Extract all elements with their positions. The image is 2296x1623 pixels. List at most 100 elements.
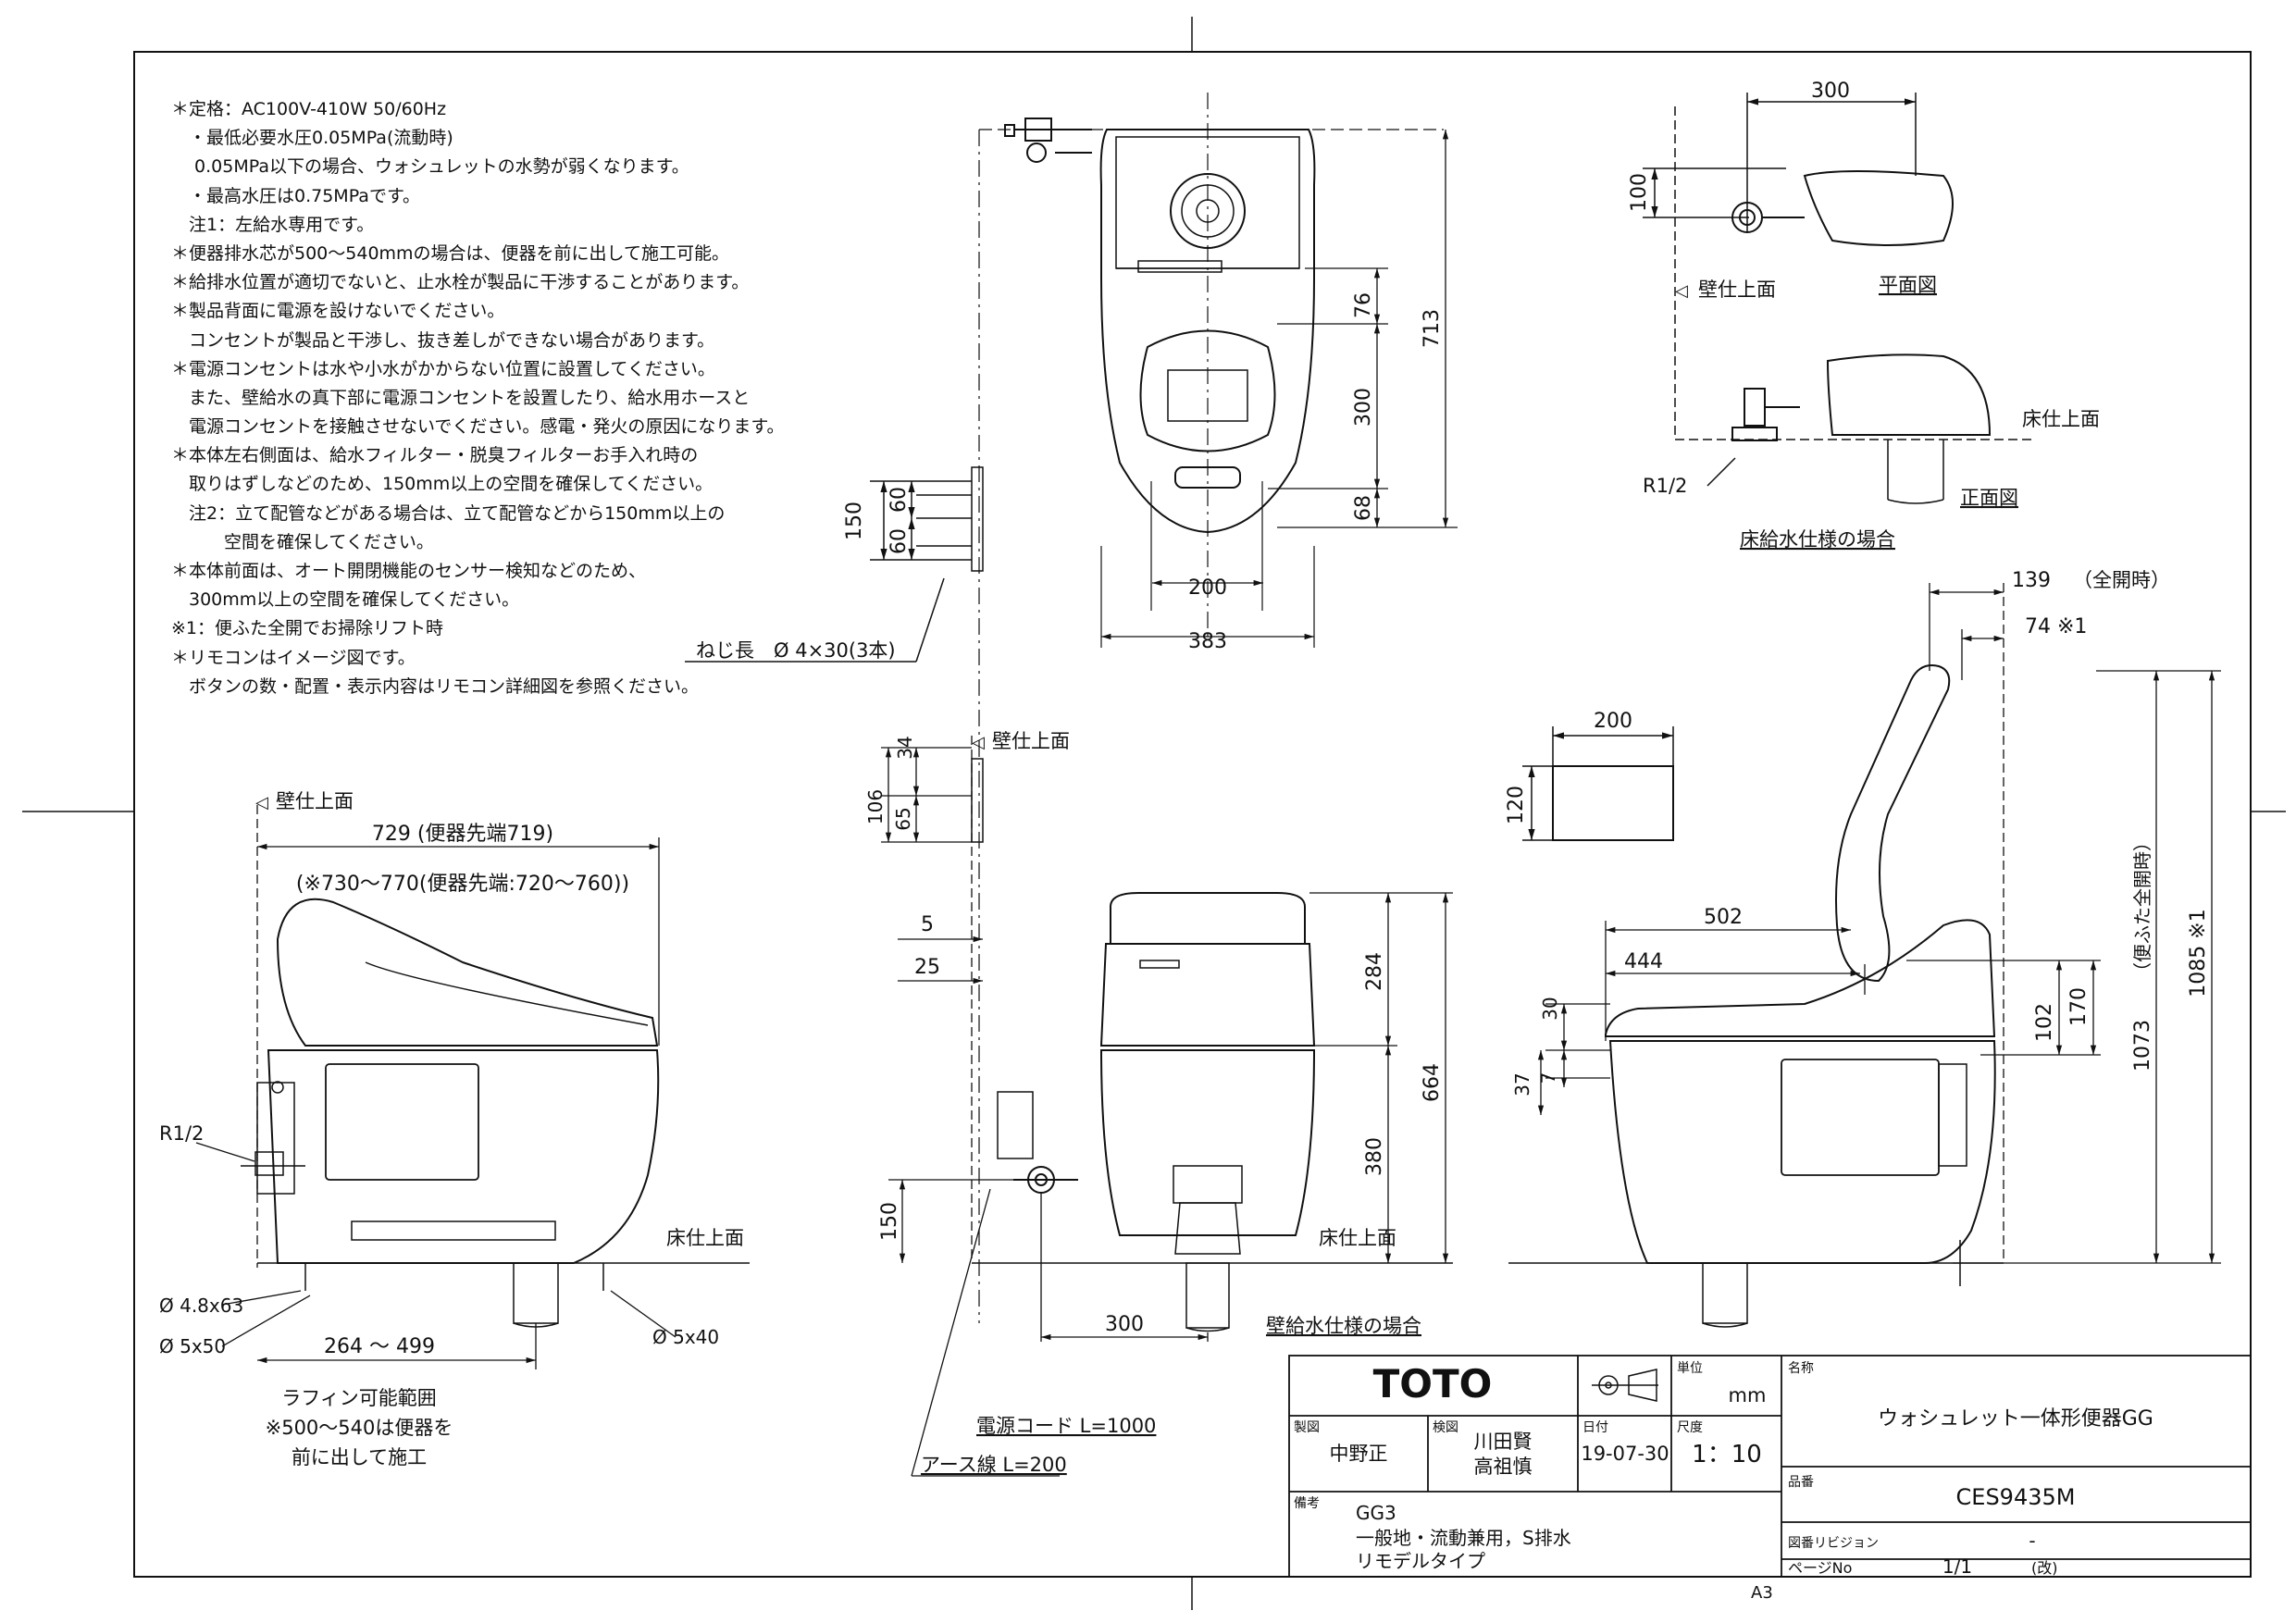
floor-face-label-tr: 床仕上面	[2022, 408, 2100, 430]
note-line: ＊定格：AC100V-410W 50/60Hz	[171, 99, 447, 119]
dim-plan-200: 200	[1188, 576, 1227, 600]
dim-plan-300: 300	[1352, 388, 1375, 427]
dim-right-1085: 1085 ※1	[2187, 909, 2210, 997]
side-view-dimensions	[195, 837, 676, 1369]
dim-right-74: 74 ※1	[2025, 615, 2087, 638]
dim-5x40: Ø 5x40	[652, 1326, 719, 1348]
note-line: ボタンの数・配置・表示内容はリモコン詳細図を参照ください。	[171, 675, 700, 697]
dim-top-300: 300	[1811, 80, 1850, 103]
fixing-bracket	[685, 466, 984, 663]
note-line: ・最低必要水圧0.05MPa(流動時)	[171, 128, 453, 149]
note-line: 注2：立て配管などがある場合は、立て配管などから150mm以上の	[171, 502, 726, 524]
r-half-label-side: R1/2	[159, 1122, 204, 1145]
note-line: 注1：左給水専用です。	[171, 214, 375, 235]
note-line: ＊便器排水芯が500～540mmの場合は、便器を前に出して施工可能。	[171, 242, 729, 264]
note-line: 取りはずしなどのため、150mm以上の空間を確保してください。	[171, 474, 714, 495]
remarks-2: 一般地・流動兼用，S排水	[1356, 1527, 1571, 1549]
dim-bracket-150: 150	[843, 502, 866, 540]
dim-side-730-770: (※730～770(便器先端:720～760))	[296, 873, 629, 896]
dim-front-34: 34	[894, 736, 916, 759]
note-line: 300mm以上の空間を確保してください。	[171, 589, 520, 611]
r-half-label-tr: R1/2	[1643, 475, 1687, 497]
wall-face-arrow-front: ◁	[972, 733, 985, 752]
dim-front-65: 65	[892, 807, 914, 830]
rough-range-3: 前に出して施工	[292, 1446, 427, 1468]
note-line: 0.05MPa以下の場合、ウォシュレットの水勢が弱くなります。	[171, 156, 689, 178]
supply-valve-plan	[1004, 118, 1092, 163]
dim-plan-383: 383	[1188, 630, 1227, 653]
remarks-label: 備考	[1294, 1496, 1320, 1511]
dim-right-30: 30	[1539, 997, 1561, 1020]
paper-size: A3	[1751, 1583, 1773, 1603]
dim-front-300: 300	[1105, 1313, 1144, 1336]
wall-face-arrow-side: ◁	[255, 793, 268, 812]
lid-full-open-label: （便ふた全開時）	[2131, 833, 2153, 981]
spec-notes: ＊定格：AC100V-410W 50/60Hz ・最低必要水圧0.05MPa(流…	[171, 95, 785, 701]
model-value: CES9435M	[1956, 1484, 2076, 1510]
unit-label: 単位	[1677, 1361, 1703, 1376]
note-line: ＊製品背面に電源を設けないでください。	[171, 301, 505, 322]
brand-logo: TOTO	[1373, 1361, 1493, 1406]
note-line: 電源コンセントを接触させないでください。感電・発火の原因になります。	[171, 416, 785, 438]
page-value: 1/1	[1942, 1555, 1972, 1578]
dim-plan-76: 76	[1352, 292, 1375, 318]
wall-face-label-side: 壁仕上面	[276, 790, 354, 812]
earth-wire-label: アース線 L=200	[921, 1454, 1067, 1476]
model-label: 品番	[1788, 1475, 1814, 1490]
title-block-grid	[1288, 1355, 2252, 1578]
date-value: 19-07-30	[1581, 1443, 1669, 1465]
note-line: ・最高水圧は0.75MPaです。	[171, 185, 421, 206]
remarks-3: リモデルタイプ	[1356, 1550, 1485, 1572]
note-line: ＊リモコンはイメージ図です。	[171, 647, 416, 668]
dim-48x63: Ø 4.8x63	[159, 1295, 243, 1317]
note-line: また、壁給水の真下部に電源コンセントを設置したり、給水用ホースと	[171, 387, 751, 408]
floor-face-label-front: 床仕上面	[1319, 1227, 1396, 1249]
revision-value: -	[2029, 1530, 2035, 1552]
dim-front-106: 106	[864, 789, 887, 824]
side-view-open-lid	[1508, 583, 2004, 1328]
plan-dimensions	[1101, 130, 1458, 640]
scale-label: 尺度	[1677, 1420, 1703, 1435]
dim-bracket-60b: 60	[887, 528, 911, 554]
projection-symbol-icon	[1592, 1369, 1658, 1402]
dim-plan-713: 713	[1421, 309, 1444, 348]
revision-label: 図番リビジョン	[1788, 1536, 1879, 1551]
scale-value: 1：10	[1692, 1441, 1762, 1468]
dim-front-150: 150	[878, 1202, 901, 1241]
rough-range-1: ラフィン可能範囲	[281, 1387, 437, 1409]
screw-length-label: ねじ長 Ø 4×30(3本)	[696, 639, 896, 662]
rough-range-2: ※500～540は便器を	[266, 1417, 453, 1439]
dim-right-502: 502	[1704, 906, 1743, 929]
note-line: ※1：便ふた全開でお掃除リフト時	[171, 618, 444, 639]
date-label: 日付	[1582, 1420, 1608, 1435]
dim-5x50: Ø 5x50	[159, 1335, 226, 1357]
unit-value: mm	[1729, 1384, 1767, 1406]
power-cord-label: 電源コード L=1000	[976, 1415, 1156, 1437]
page-label: ページNo	[1788, 1559, 1852, 1577]
note-line: ＊本体前面は、オート開閉機能のセンサー検知などのため、	[171, 561, 647, 581]
checker-name-2: 高祖慎	[1474, 1456, 1533, 1478]
dim-front-5: 5	[921, 913, 934, 936]
dim-top-100: 100	[1628, 173, 1651, 212]
dim-right-139: 139	[2012, 569, 2051, 592]
drafter-label: 製図	[1294, 1420, 1320, 1435]
dim-bracket-60a: 60	[887, 487, 911, 513]
side-view-open-dimensions	[1537, 583, 2221, 1264]
front-view-dimensions	[881, 747, 1453, 1477]
checker-name-1: 川田賢	[1474, 1431, 1533, 1453]
name-label: 名称	[1788, 1361, 1814, 1376]
side-view-toilet	[241, 805, 750, 1328]
front-view-label: 正面図	[1960, 487, 2018, 509]
drafter-name: 中野正	[1330, 1443, 1388, 1465]
remarks-1: GG3	[1356, 1502, 1396, 1524]
dim-right-170: 170	[2067, 987, 2091, 1026]
checker-label: 検図	[1433, 1420, 1458, 1435]
dim-264-499: 264 ～ 499	[324, 1335, 435, 1358]
note-line: ＊本体左右側面は、給水フィルター・脱臭フィルターお手入れ時の	[171, 445, 699, 466]
dim-right-102: 102	[2033, 1003, 2056, 1042]
dim-front-25: 25	[914, 956, 940, 979]
dim-remote-120: 120	[1505, 786, 1528, 824]
dim-right-1073: 1073	[2131, 1020, 2154, 1072]
plan-view-label: 平面図	[1879, 274, 1937, 296]
